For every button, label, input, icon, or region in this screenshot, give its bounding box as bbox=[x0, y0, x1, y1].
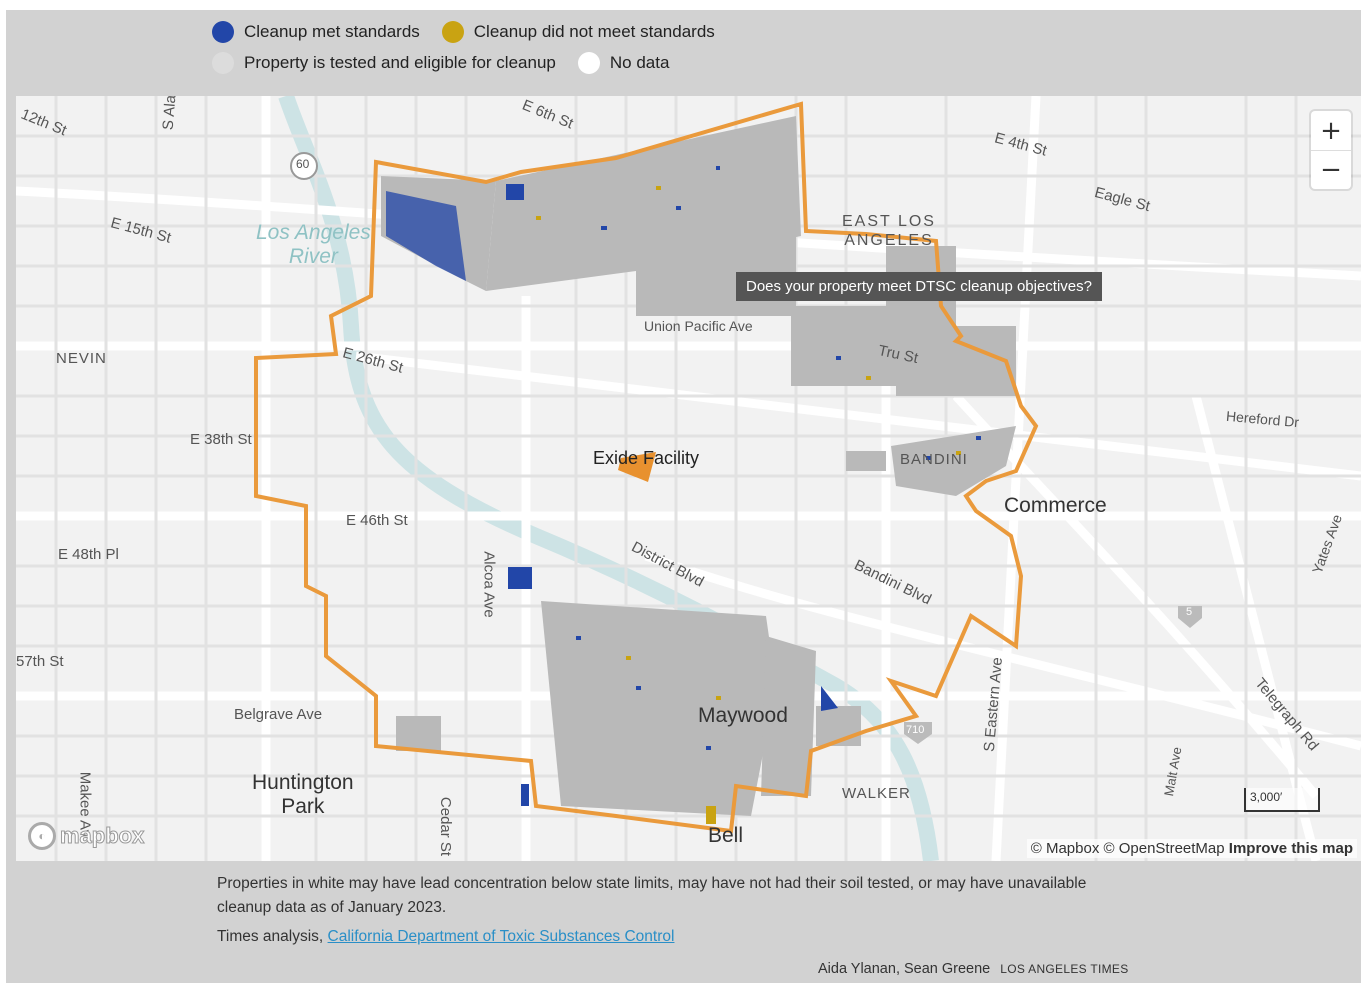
exide-facility-label: Exide Facility bbox=[593, 448, 700, 468]
interstate-710-shield-icon bbox=[904, 722, 932, 744]
place-label-walker: WALKER bbox=[842, 785, 911, 802]
street-label: E 38th St bbox=[190, 431, 252, 448]
interstate-5-shield-icon bbox=[1178, 606, 1202, 628]
cleanup-zone-boundary bbox=[254, 101, 1039, 834]
place-label-east-los-angeles: EAST LOS ANGELES bbox=[842, 213, 936, 249]
legend-dot-icon bbox=[441, 20, 464, 43]
legend-label: Property is tested and eligible for clea… bbox=[244, 52, 556, 72]
legend-label: Cleanup met standards bbox=[244, 21, 420, 41]
river-label: Los Angeles River bbox=[256, 221, 371, 268]
highway-60-shield-icon bbox=[290, 152, 318, 180]
legend-label: No data bbox=[609, 52, 670, 72]
map-note: Properties in white may have lead concen… bbox=[217, 875, 1087, 916]
legend-label: Cleanup did not meet standards bbox=[473, 21, 715, 41]
legend-item-no-data: No data bbox=[577, 51, 670, 74]
zoom-in-button[interactable]: + bbox=[1311, 111, 1351, 150]
place-label-bell: Bell bbox=[708, 824, 744, 847]
street-label: 57th St bbox=[16, 653, 64, 670]
neighborhood-label: NEVIN bbox=[56, 350, 107, 367]
place-label-bandini: BANDINI bbox=[900, 451, 968, 468]
street-label: E 46th St bbox=[346, 512, 408, 529]
map-basemap bbox=[16, 96, 1361, 861]
street-label: Belgrave Ave bbox=[234, 706, 323, 723]
legend-item-not-met: Cleanup did not meet standards bbox=[441, 20, 715, 43]
osm-attribution-link[interactable]: © OpenStreetMap bbox=[1103, 840, 1225, 857]
map-attribution: © Mapbox © OpenStreetMap Improve this ma… bbox=[1026, 839, 1357, 858]
street-label: Cedar St bbox=[437, 796, 455, 857]
highway-label: 60 bbox=[296, 157, 310, 171]
legend-item-eligible: Property is tested and eligible for clea… bbox=[212, 51, 556, 74]
place-label-commerce: Commerce bbox=[1004, 494, 1107, 517]
mapbox-logo[interactable]: ◐ mapbox bbox=[28, 822, 145, 850]
highway-label: 5 bbox=[1186, 606, 1193, 618]
street-label: Union Pacific Ave bbox=[644, 318, 753, 334]
zoom-out-button[interactable]: − bbox=[1311, 150, 1351, 189]
exide-facility-footprint bbox=[618, 452, 656, 482]
street-label: E 48th Pl bbox=[58, 546, 119, 563]
source-line: Times analysis, California Department of… bbox=[217, 928, 675, 945]
street-label: Alcoa Ave bbox=[480, 551, 498, 618]
cleanup-met-parcels bbox=[386, 166, 981, 806]
source-link[interactable]: California Department of Toxic Substance… bbox=[327, 928, 675, 945]
map-scale-bar: 3,000′ bbox=[1244, 788, 1320, 812]
place-label-huntington-park: Huntington Park bbox=[252, 771, 354, 818]
cleanup-not-met-parcels bbox=[536, 186, 961, 824]
map-canvas[interactable]: 12th St S Ala E 6th St E 4th St Eagle St… bbox=[16, 96, 1361, 861]
legend-item-met: Cleanup met standards bbox=[212, 20, 420, 43]
legend: Cleanup met standards Cleanup did not me… bbox=[212, 16, 737, 78]
legend-dot-icon bbox=[577, 51, 600, 74]
mapbox-logo-icon: ◐ bbox=[28, 822, 56, 850]
map-tooltip: Does your property meet DTSC cleanup obj… bbox=[736, 272, 1102, 301]
zoom-controls: + − bbox=[1311, 111, 1351, 189]
improve-map-link[interactable]: Improve this map bbox=[1228, 840, 1353, 857]
highway-label: 710 bbox=[906, 724, 925, 736]
legend-dot-icon bbox=[212, 51, 234, 74]
street-label: S Ala bbox=[159, 96, 180, 131]
legend-dot-icon bbox=[212, 20, 234, 43]
river bbox=[278, 96, 939, 861]
mapbox-attribution-link[interactable]: © Mapbox bbox=[1030, 840, 1100, 857]
place-label-maywood: Maywood bbox=[698, 704, 788, 727]
parcel-blocks bbox=[381, 116, 1016, 816]
